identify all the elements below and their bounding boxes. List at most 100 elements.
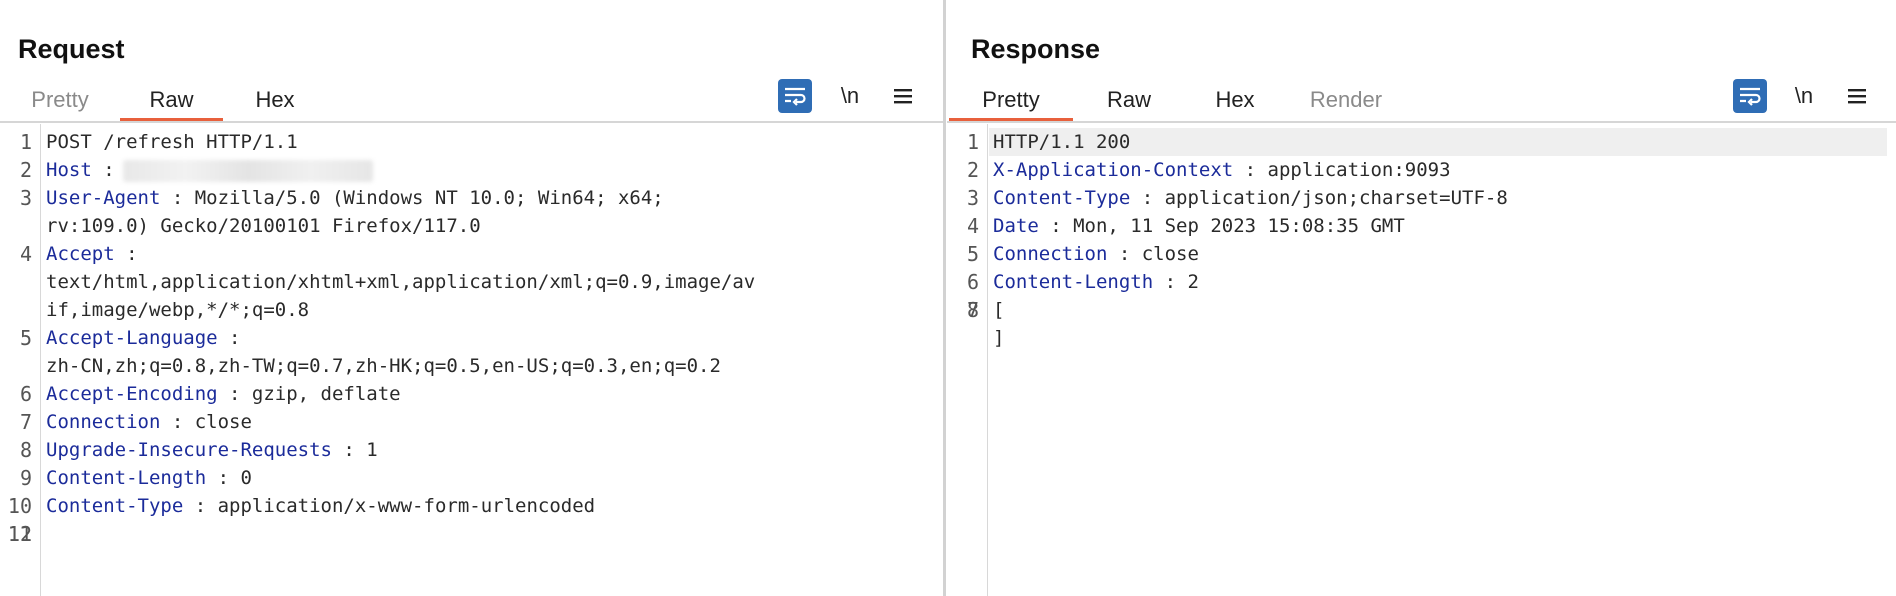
code-line: 8 Upgrade-Insecure-Requests : 1: [20, 436, 918, 464]
header-value: : application/x-www-form-urlencoded: [183, 495, 596, 517]
code-line: 2 X-Application-Context : application:909…: [967, 156, 1887, 184]
request-menu-button[interactable]: [888, 79, 918, 113]
header-value: : close: [160, 411, 252, 433]
header-value: :: [114, 243, 138, 265]
header-value: : application/json;charset=UTF-8: [1130, 187, 1508, 209]
hamburger-menu-icon: [894, 89, 912, 104]
line-number: 6: [966, 270, 979, 294]
code-line: text/html,application/xhtml+xml,applicat…: [42, 268, 918, 296]
header-value: : Mozilla/5.0 (Windows NT 10.0; Win64; x…: [160, 187, 664, 209]
response-tab-render[interactable]: Render: [1309, 87, 1383, 112]
header-name: Connection: [46, 411, 161, 433]
header-value: POST /refresh HTTP/1.1: [46, 131, 298, 153]
header-name: Upgrade-Insecure-Requests: [46, 439, 332, 461]
code-line: ]: [989, 324, 1887, 352]
word-wrap-icon: [1740, 87, 1761, 106]
code-line: 2 Host :: [20, 156, 918, 184]
header-value: HTTP/1.1 200: [993, 131, 1131, 153]
header-value: ]: [993, 327, 1005, 349]
header-value: :: [91, 159, 115, 181]
line-number: 5: [966, 242, 979, 266]
response-newline-toggle[interactable]: \n: [1794, 83, 1814, 108]
code-line: 1 POST /refresh HTTP/1.1: [20, 128, 918, 156]
header-name: Host: [46, 159, 92, 181]
header-value: : close: [1107, 243, 1199, 265]
request-line-gutter: [0, 124, 41, 596]
header-value: : 2: [1153, 271, 1199, 293]
header-name: Content-Length: [46, 467, 207, 489]
header-name: Content-Type: [993, 187, 1131, 209]
line-number: 8: [966, 298, 979, 322]
header-name: Content-Type: [46, 495, 184, 517]
request-pane: Request Pretty Raw Hex \n 1 POST /refresh…: [0, 0, 943, 596]
request-tab-raw[interactable]: Raw: [120, 86, 223, 122]
header-name: Accept-Encoding: [46, 383, 218, 405]
header-value: : gzip, deflate: [217, 383, 401, 405]
header-value: [: [993, 299, 1005, 321]
line-number: 12: [7, 522, 32, 546]
response-tab-pretty[interactable]: Pretty: [949, 86, 1073, 122]
request-tab-hex[interactable]: Hex: [255, 87, 295, 112]
header-value: zh-CN,zh;q=0.8,zh-TW;q=0.7,zh-HK;q=0.5,e…: [46, 355, 721, 377]
line-number: 10: [7, 494, 32, 518]
line-number: 2: [966, 158, 979, 182]
response-menu-button[interactable]: [1842, 79, 1872, 113]
code-line: 3 Content-Type : application/json;charset…: [967, 184, 1887, 212]
header-value: text/html,application/xhtml+xml,applicat…: [46, 271, 756, 293]
redacted-value: [122, 159, 373, 182]
request-tabs: Pretty Raw Hex: [0, 78, 943, 122]
code-line: 8[: [967, 296, 1887, 324]
code-line: zh-CN,zh;q=0.8,zh-TW;q=0.7,zh-HK;q=0.5,e…: [42, 352, 918, 380]
header-value: if,image/webp,*/*;q=0.8: [46, 299, 310, 321]
line-number: 9: [19, 466, 32, 490]
header-name: User-Agent: [46, 187, 161, 209]
code-line: rv:109.0) Gecko/20100101 Firefox/117.0: [42, 212, 918, 240]
header-value: rv:109.0) Gecko/20100101 Firefox/117.0: [46, 215, 481, 237]
line-number: 11: [7, 522, 32, 546]
line-number: 4: [19, 242, 32, 266]
header-name: Date: [993, 215, 1039, 237]
code-line: if,image/webp,*/*;q=0.8: [42, 296, 918, 324]
response-tabs: Pretty Raw Hex Render: [947, 78, 1896, 122]
response-wrap-button[interactable]: [1733, 79, 1767, 113]
code-line: 5 Connection : close: [967, 240, 1887, 268]
request-wrap-button[interactable]: [778, 79, 812, 113]
response-tab-hex[interactable]: Hex: [1215, 87, 1255, 112]
line-number: 2: [19, 158, 32, 182]
request-tab-pretty[interactable]: Pretty: [31, 87, 89, 112]
header-value: : 1: [331, 439, 378, 461]
line-number: 5: [19, 326, 32, 350]
response-tab-raw[interactable]: Raw: [1106, 87, 1151, 112]
header-name: X-Application-Context: [993, 159, 1234, 181]
header-name: Content-Length: [993, 271, 1154, 293]
response-editor[interactable]: 1 HTTP/1.1 200 2 X-Application-Context : ap…: [947, 124, 1896, 596]
line-number: 3: [966, 186, 979, 210]
response-pane: Response Pretty Raw Hex Render \n 1 HTTP/…: [947, 0, 1896, 596]
word-wrap-icon: [785, 87, 806, 106]
request-newline-toggle[interactable]: \n: [840, 83, 860, 108]
line-number: 8: [19, 438, 32, 462]
response-title: Response: [971, 34, 1101, 64]
code-line: 6 Content-Length : 2: [967, 268, 1887, 296]
code-line: 10 Content-Type : application/x-www-form-…: [8, 492, 918, 520]
header-value: : Mon, 11 Sep 2023 15:08:35 GMT: [1038, 215, 1405, 237]
request-title: Request: [18, 34, 125, 64]
code-line: 7 Connection : close: [20, 408, 918, 436]
request-tabs-divider: [0, 121, 943, 123]
header-name: Connection: [993, 243, 1108, 265]
pane-divider[interactable]: [943, 0, 946, 596]
response-tabs-divider: [947, 121, 1896, 123]
hamburger-menu-icon: [1848, 89, 1866, 104]
line-number: 1: [19, 130, 32, 154]
header-value: : application:9093: [1233, 159, 1451, 181]
code-line: 1 HTTP/1.1 200: [967, 128, 1887, 156]
line-number: 1: [966, 130, 979, 154]
line-number: 7: [19, 410, 32, 434]
